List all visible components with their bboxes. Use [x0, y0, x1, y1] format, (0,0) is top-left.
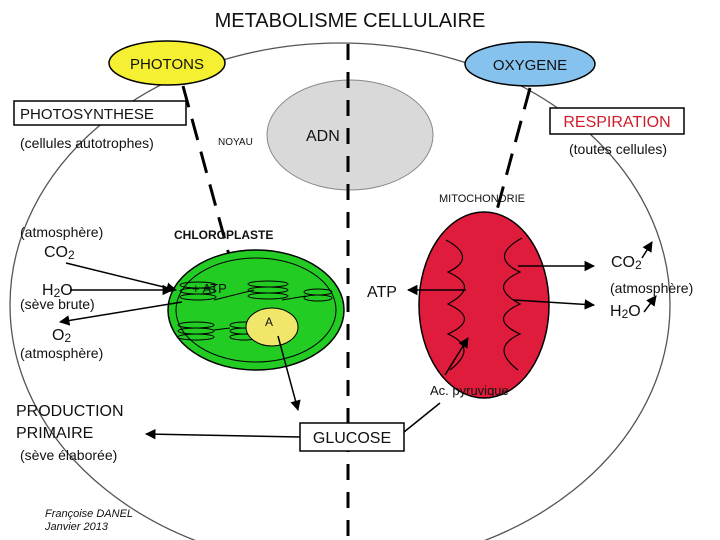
adn-label: ADN	[306, 128, 340, 145]
primaire-label: PRIMAIRE	[16, 425, 93, 442]
credit-author: Françoise DANEL	[45, 508, 133, 520]
photosynthese-label: PHOTOSYNTHESE	[20, 106, 154, 123]
pyruvique-arrow	[444, 337, 469, 376]
a-label: A	[265, 315, 273, 329]
photosynthese-box	[13, 100, 187, 126]
atmosphere-right-label: (atmosphère)	[610, 280, 693, 296]
atmosphere-left-label: (atmosphère)	[20, 224, 103, 240]
co2-left-label: CO2	[44, 244, 75, 262]
chloroplast-inner	[175, 257, 337, 363]
autotrophes-label: (cellules autotrophes)	[20, 135, 154, 151]
respiration-box	[549, 107, 685, 135]
chloroplaste-label: CHLOROPLASTE	[174, 228, 273, 242]
oxygene-ellipse	[464, 41, 596, 87]
o2-label: O2	[52, 327, 71, 345]
ac-pyruvique-label: Ac. pyruvique	[430, 383, 509, 398]
photons-label: PHOTONS	[130, 56, 204, 73]
credit-date: Janvier 2013	[44, 521, 109, 533]
h2o-left-label: H2O	[42, 282, 73, 300]
mitochondrie-label: MITOCHONDRIE	[439, 193, 525, 205]
co2-in-arrow	[65, 262, 178, 293]
h2o-right-label: H2O	[610, 303, 641, 321]
cell-membrane	[9, 42, 671, 540]
chloroplast-to-glucose-arrow	[277, 335, 301, 412]
o2-out-arrow	[58, 301, 183, 326]
h2o-out-arrow-tip	[643, 295, 657, 313]
plus-atp-label: + ATP	[192, 281, 227, 296]
seve-brute-label: (sève brute)	[20, 296, 95, 312]
thylakoid-stacks	[177, 280, 333, 341]
noyau-label: NOYAU	[218, 137, 253, 148]
glucose-to-production-arrow	[144, 428, 301, 440]
glucose-to-pyruvique-arrow	[403, 402, 441, 433]
h2o-out-arrow	[513, 299, 596, 310]
mitochondria	[418, 211, 550, 399]
photons-dashed-arrow	[181, 85, 234, 267]
atp-label: ATP	[367, 284, 397, 301]
glucose-box	[299, 422, 405, 452]
a-region	[245, 307, 299, 347]
page-title: METABOLISME CELLULAIRE	[215, 10, 486, 32]
seve-elaboree-label: (sève élaborée)	[20, 447, 117, 463]
chloroplast	[167, 249, 345, 371]
nucleus	[266, 79, 434, 191]
atmosphere-left2-label: (atmosphère)	[20, 345, 103, 361]
respiration-label: RESPIRATION	[563, 114, 670, 131]
oxygene-label: OXYGENE	[493, 57, 567, 74]
toutes-cellules-label: (toutes cellules)	[569, 141, 667, 157]
co2-out-arrow-tip	[641, 241, 653, 259]
glucose-label: GLUCOSE	[313, 430, 391, 447]
photons-ellipse	[108, 40, 226, 86]
co2-right-label: CO2	[611, 254, 642, 272]
production-label: PRODUCTION	[16, 403, 124, 420]
